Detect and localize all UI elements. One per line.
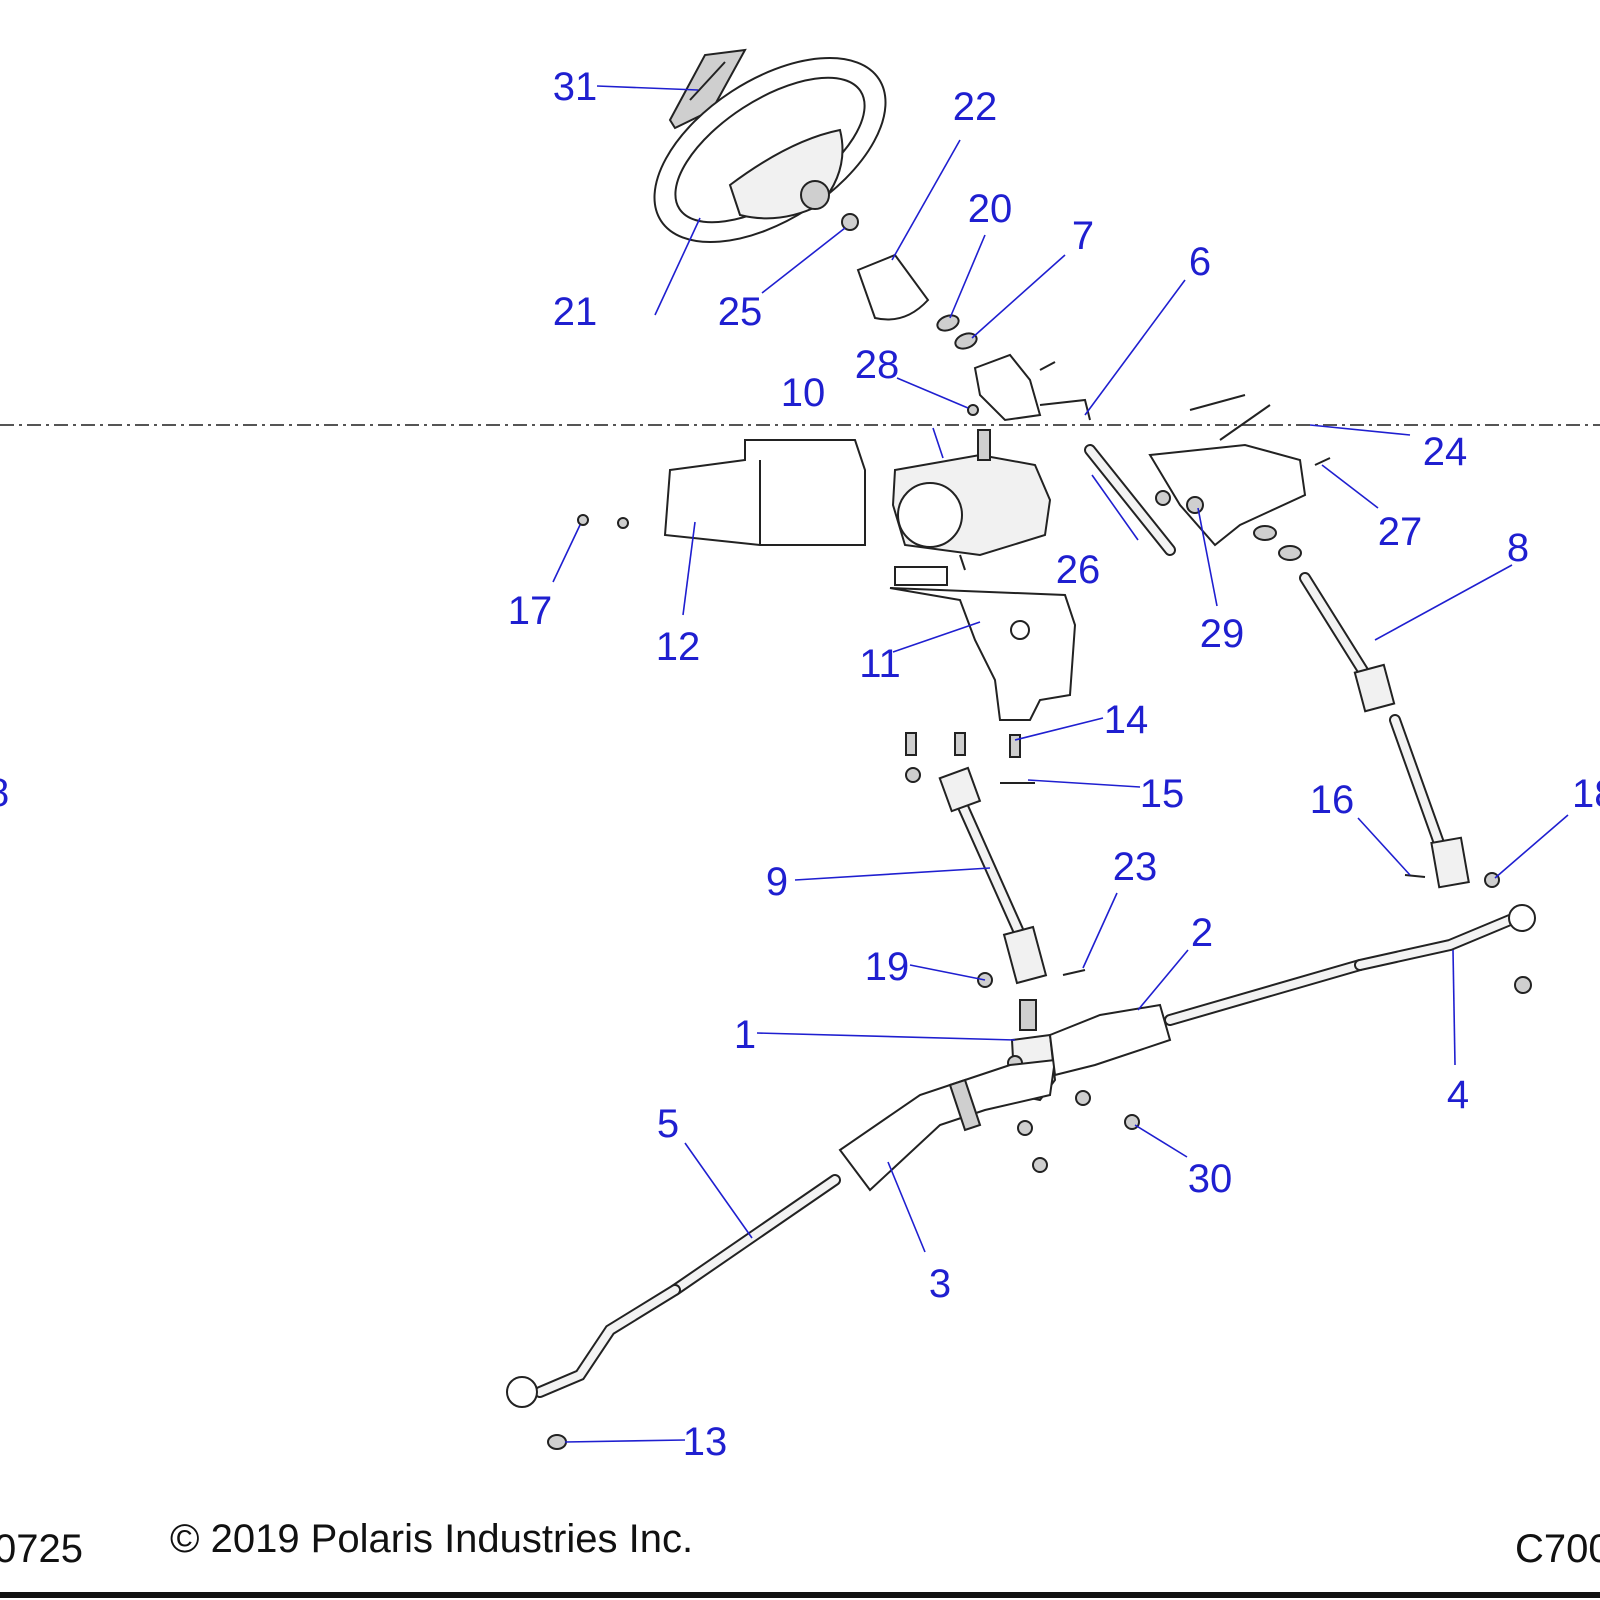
callout-31: 31 [553, 65, 598, 109]
part-7-washer [954, 332, 978, 350]
callout-17: 17 [508, 589, 553, 633]
part-12-cover [663, 439, 866, 546]
part-17-rivet-2 [617, 517, 629, 529]
callout-6: 6 [1189, 240, 1211, 284]
callout-19: 19 [865, 945, 910, 989]
callout-20: 20 [968, 187, 1013, 231]
part-25-nut [841, 213, 859, 231]
callout-14: 14 [1104, 698, 1149, 742]
part-31-wheel-cap [668, 48, 747, 130]
part-28-bolt [967, 404, 979, 416]
callout-21: 21 [553, 290, 598, 334]
callout-edge-right: 18 [1572, 772, 1600, 816]
part-13-nut [547, 1434, 567, 1450]
callout-10: 10 [781, 371, 826, 415]
callout-24: 24 [1423, 430, 1468, 474]
part-21-steering-wheel [653, 57, 887, 243]
callout-22: 22 [953, 85, 998, 129]
part-29-bushing-2 [1186, 496, 1204, 514]
callout-labels: 1 2 3 4 5 6 7 8 9 10 11 12 13 14 15 16 1… [0, 65, 1600, 1464]
part-18-nut [1484, 872, 1500, 888]
callout-5: 5 [657, 1102, 679, 1146]
part-11-mount-bracket [889, 566, 1077, 721]
callout-26: 26 [1056, 548, 1101, 592]
part-20-bushing [936, 314, 960, 332]
callout-9: 9 [766, 860, 788, 904]
part-3-rack-housing [838, 1058, 1057, 1192]
part-24-tilt-bracket [1148, 394, 1307, 547]
callout-29: 29 [1200, 612, 1245, 656]
part-10-eps-unit [891, 429, 1052, 571]
callout-4: 4 [1447, 1073, 1469, 1117]
callout-11: 11 [859, 642, 901, 686]
part-5-tie-rod-left [506, 1174, 841, 1408]
part-8-upper-shaft [1299, 572, 1470, 889]
footer-left-code: 0725 [0, 1527, 83, 1571]
part-17-rivet [577, 514, 589, 526]
part-23-bolt [1062, 969, 1086, 976]
part-14-bolts [905, 732, 1021, 758]
callout-30: 30 [1188, 1157, 1233, 1201]
part-9-intermediate-shaft [938, 766, 1048, 985]
callout-15: 15 [1140, 772, 1185, 816]
callout-25: 25 [718, 290, 763, 334]
part-29-bushing [1155, 490, 1171, 506]
callout-28: 28 [855, 343, 900, 387]
callout-edge-left: 8 [0, 771, 9, 815]
part-bushing [1253, 525, 1277, 541]
callout-8: 8 [1507, 526, 1529, 570]
part-6-column-bracket [973, 353, 1091, 422]
callout-13: 13 [683, 1420, 728, 1464]
callout-2: 2 [1191, 911, 1213, 955]
callout-1: 1 [734, 1013, 756, 1057]
callout-12: 12 [656, 625, 701, 669]
part-26-strut [1084, 444, 1176, 556]
callout-16: 16 [1310, 778, 1355, 822]
part-bushing-2 [1278, 545, 1302, 561]
callout-7: 7 [1072, 214, 1094, 258]
footer-right-code: C700 [1515, 1527, 1600, 1571]
footer-copyright: © 2019 Polaris Industries Inc. [170, 1517, 693, 1561]
footer: 0725 © 2019 Polaris Industries Inc. C700 [0, 1517, 1600, 1598]
part-30-nuts [1017, 1090, 1140, 1173]
callout-3: 3 [929, 1262, 951, 1306]
part-27-bolt [1314, 457, 1331, 466]
part-4-tie-rod-right [1164, 904, 1536, 1026]
callout-23: 23 [1113, 845, 1158, 889]
part-16-bolt [1404, 874, 1426, 878]
callout-27: 27 [1378, 510, 1423, 554]
part-2-rack-housing [1048, 1003, 1172, 1077]
part-22-boot [856, 253, 930, 321]
leader-lines [552, 85, 1569, 1443]
part-nut [905, 767, 921, 783]
